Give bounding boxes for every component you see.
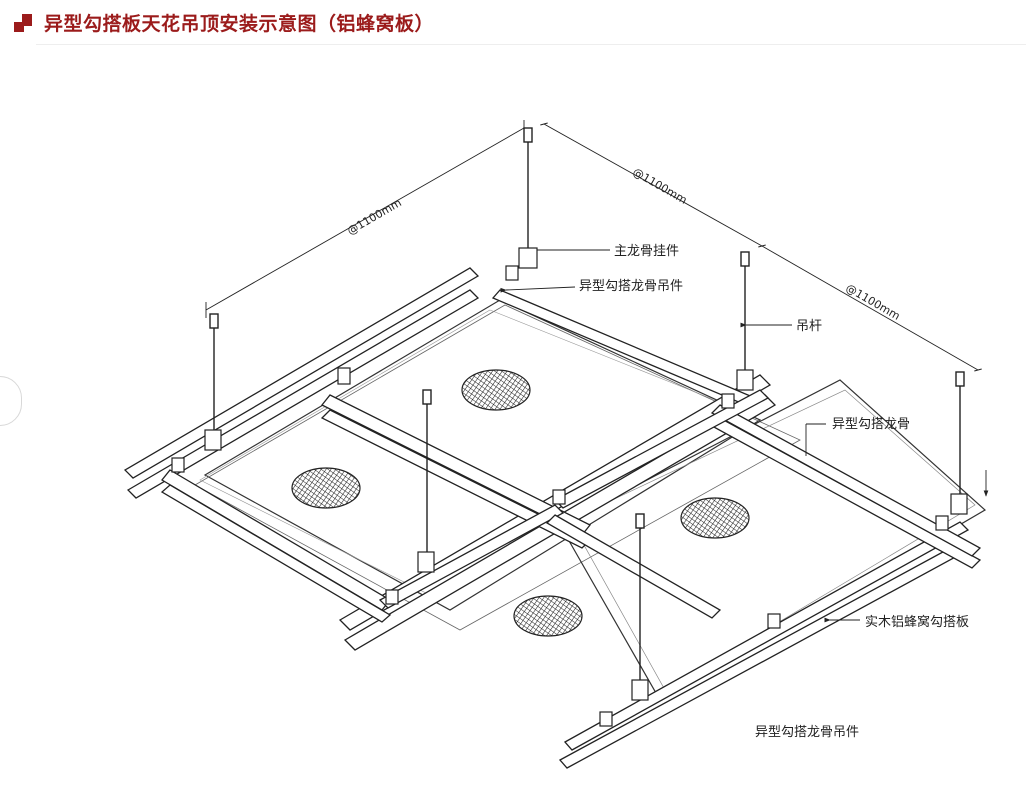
callout-leaders — [500, 249, 989, 623]
label-special-keel-hanger-bottom: 异型勾搭龙骨吊件 — [755, 724, 859, 740]
dimension-label-right: @1100mm — [844, 281, 903, 322]
header-divider — [36, 44, 1026, 45]
hanging-rods — [209, 127, 965, 682]
page-header: 异型勾搭板天花吊顶安装示意图（铝蜂窝板） — [0, 0, 1026, 45]
label-honeycomb-panel: 实木铝蜂窝勾搭板 — [865, 614, 969, 630]
cross-keels — [160, 289, 982, 623]
dimension-lines — [205, 120, 982, 372]
page-title: 异型勾搭板天花吊顶安装示意图（铝蜂窝板） — [44, 13, 435, 35]
hanger-clips — [171, 247, 968, 727]
dimension-label-mid: @1100mm — [631, 165, 690, 206]
label-special-keel: 异型勾搭龙骨 — [832, 416, 910, 432]
dimension-label-left: @1100mm — [345, 196, 404, 237]
label-hanging-rod: 吊杆 — [796, 319, 822, 334]
label-main-keel-hanger: 主龙骨挂件 — [614, 244, 679, 259]
honeycomb-perforations — [291, 369, 750, 637]
label-special-keel-hanger: 异型勾搭龙骨吊件 — [579, 278, 683, 294]
center-keel — [378, 389, 770, 619]
title-marker-icon — [14, 14, 32, 32]
